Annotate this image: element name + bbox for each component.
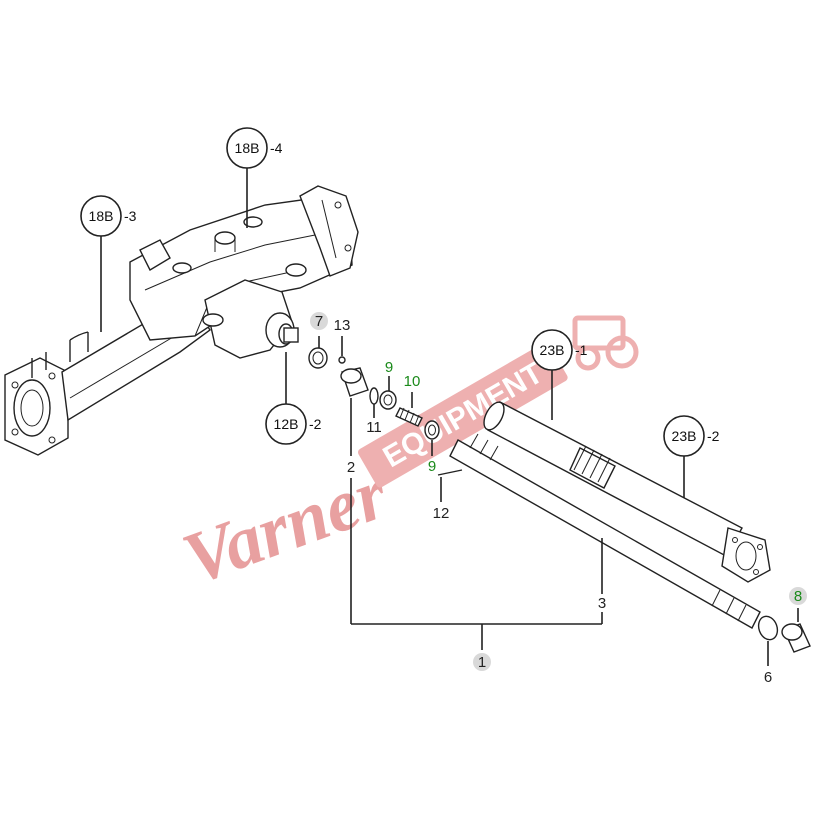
ref-callout-23b-1[interactable]: 23B -1 — [531, 329, 588, 371]
part-label-8[interactable]: 8 — [789, 587, 807, 605]
ref-callout-23b-2[interactable]: 23B -2 — [663, 415, 720, 457]
ref-label: 23B — [540, 342, 565, 358]
ref-callout-12b-2[interactable]: 12B -2 — [265, 403, 322, 445]
tractor-icon — [572, 315, 639, 371]
small-parts — [308, 347, 811, 653]
part-label-6[interactable]: 6 — [764, 669, 772, 686]
ref-callout-18b-3[interactable]: 18B -3 — [80, 195, 137, 237]
part-label-3[interactable]: 3 — [598, 595, 606, 612]
svg-text:1: 1 — [478, 654, 486, 671]
part-label-1[interactable]: 1 — [473, 653, 491, 671]
ref-suffix: -3 — [124, 208, 137, 224]
axle-tube-23b — [483, 401, 771, 583]
leader-lines — [318, 336, 799, 666]
svg-text:7: 7 — [315, 313, 323, 330]
part-label-10[interactable]: 10 — [404, 373, 421, 390]
part-label-13[interactable]: 13 — [334, 317, 351, 334]
ref-label: 23B — [672, 428, 697, 444]
part-label-9-upper[interactable]: 9 — [385, 359, 393, 376]
svg-text:8: 8 — [794, 588, 802, 605]
part-label-2[interactable]: 2 — [347, 459, 355, 476]
axle-housing — [4, 185, 359, 456]
ref-label: 12B — [274, 416, 299, 432]
part-label-9-lower[interactable]: 9 — [428, 458, 436, 475]
ref-suffix: -1 — [575, 342, 588, 358]
watermark-band — [358, 342, 568, 488]
part-label-12[interactable]: 12 — [433, 505, 450, 522]
axle-shaft — [437, 433, 761, 629]
ref-label: 18B — [235, 140, 260, 156]
ref-callout-18b-4[interactable]: 18B -4 — [226, 127, 283, 169]
ref-suffix: -2 — [707, 428, 720, 444]
watermark-brand: Varner — [173, 452, 399, 601]
ref-label: 18B — [89, 208, 114, 224]
part-label-7[interactable]: 7 — [310, 312, 328, 330]
part-label-11[interactable]: 11 — [366, 419, 382, 436]
ref-suffix: -2 — [309, 416, 322, 432]
ref-suffix: -4 — [270, 140, 283, 156]
